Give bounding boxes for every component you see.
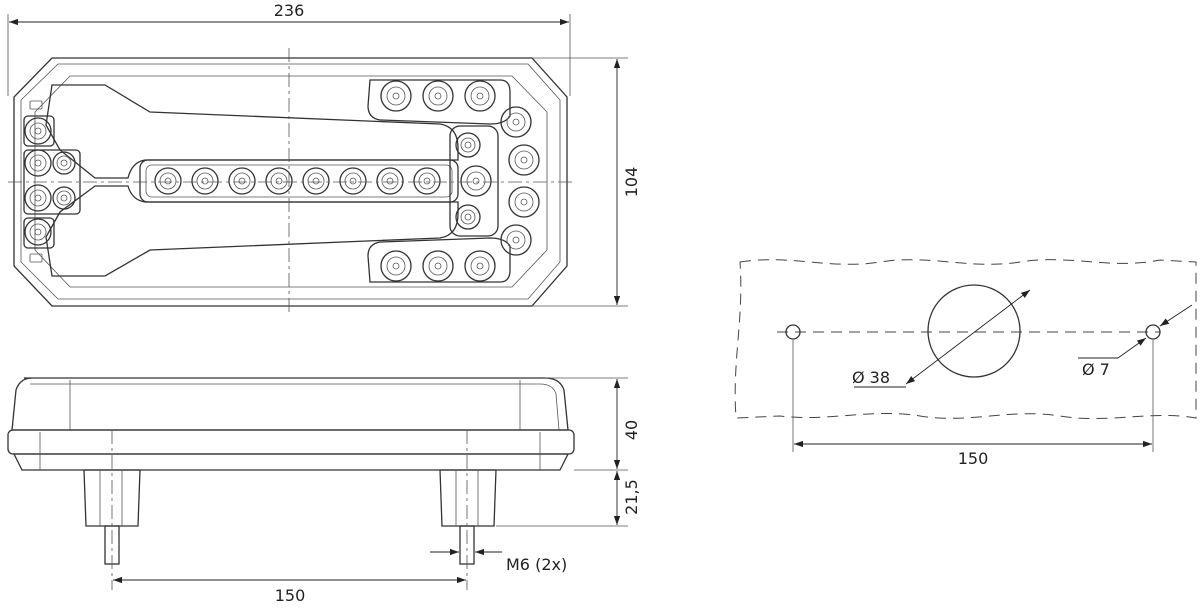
led [422,80,454,112]
stud-length-dimension-label: 21,5 [622,479,641,515]
led-group [24,80,540,282]
side-lens-inner [30,383,560,431]
led [376,167,404,195]
left-slot-bottom [29,253,43,263]
small-hole-arrow [1117,337,1147,359]
left-cluster-top [23,115,55,147]
big-hole [927,284,1021,378]
light-guide-lower [45,185,459,277]
hole-spacing-dimension-label: 150 [958,449,989,468]
led [464,80,496,112]
led [302,167,330,195]
led [508,144,540,176]
led [464,250,496,282]
led-bar [139,159,459,203]
small-hole-diameter-label: Ø 7 [1082,360,1110,379]
led [500,106,532,138]
led-bar-inner [145,164,453,198]
left-stud-body [83,469,141,527]
led [24,149,52,177]
led [380,80,412,112]
plate-outline [734,259,1197,420]
right-stud-body [439,469,497,527]
height-dimension-label: 104 [622,167,641,198]
led [265,167,293,195]
led [455,204,481,230]
led [460,165,492,197]
side-lens-outline [11,377,569,431]
led [24,117,52,145]
led [508,186,540,218]
left-cluster-mid [23,149,81,215]
right-lower-pod [367,237,511,283]
small-hole-right [1145,324,1161,340]
thread-label: M6 (2x) [506,555,567,574]
side-base [12,453,570,471]
right-cluster-box [449,125,499,237]
side-base-flange [7,429,575,455]
width-dimension-label: 236 [274,1,305,20]
led [24,218,52,246]
small-hole-arrow [1159,304,1193,327]
stud-spacing-dimension-label: 150 [275,586,306,605]
led [228,167,256,195]
led [380,250,412,282]
front-housing-inner [20,63,561,300]
led [24,184,52,212]
depth-dimension-label: 40 [622,420,641,440]
led [191,167,219,195]
led [455,132,481,158]
small-hole-left [785,324,801,340]
cutout-view: Ø 38 Ø 7 150 [734,259,1197,468]
led [413,167,441,195]
led [52,186,76,210]
big-hole-diameter-label: Ø 38 [852,368,890,387]
side-view: 40 21,5 M6 (2x) 150 [7,377,641,605]
led [52,151,76,175]
lens-frame [34,75,548,288]
left-cluster-bottom [23,217,55,249]
front-view: 236 104 [7,1,641,312]
led [339,167,367,195]
big-hole-diameter-line [905,289,1031,385]
left-slot-top [29,100,43,110]
led [422,250,454,282]
right-upper-pod [367,79,511,125]
led [500,224,532,256]
led [154,167,182,195]
